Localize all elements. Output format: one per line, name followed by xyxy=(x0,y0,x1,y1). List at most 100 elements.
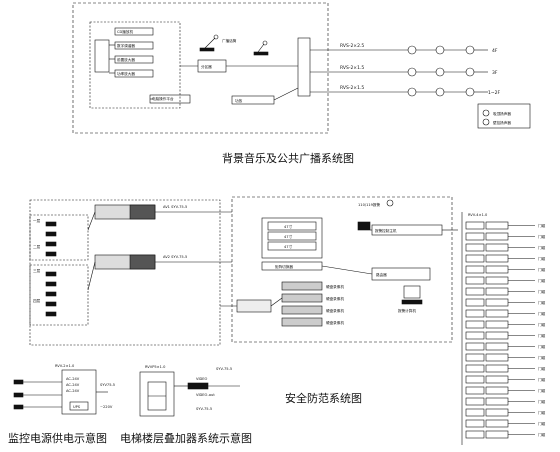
router-label: 路由器 xyxy=(376,272,387,277)
computer-label: 报警计算机 xyxy=(398,308,416,313)
elevator-label-0: RVVP5×1.0 xyxy=(145,365,166,369)
broadcast-main-frame xyxy=(72,2,329,134)
power-label-6: UPS xyxy=(73,405,81,409)
power-label-3: AC-24V xyxy=(66,389,80,393)
door-contact-label: 门磁 xyxy=(538,278,546,283)
elevator-label-1: SYV-75-5 xyxy=(216,367,232,371)
alarm-box-label: 报警控制主机 xyxy=(375,228,397,233)
door-contact-label: 门磁 xyxy=(538,245,546,250)
door-contact-row: 门磁 xyxy=(465,265,546,274)
security-main-frame xyxy=(231,196,453,343)
power-label-0: RVV-2×1.0 xyxy=(55,364,75,368)
door-contact-label: 门磁 xyxy=(538,311,546,316)
matrix-label: 矩阵切换器 xyxy=(275,264,293,269)
camera-groups: AV1 SYV-75-5 AV2 SYV-75-5 一层 二层 三层 四层 xyxy=(29,199,232,346)
broadcast-matrix-unit xyxy=(297,37,311,97)
door-contact-row: 门磁 xyxy=(465,221,546,230)
center-label-0: 广播话筒 xyxy=(222,38,237,43)
door-contact-label: 门磁 xyxy=(538,234,546,239)
broadcast-legend: 吸顶扬声器 壁挂扬声器 xyxy=(477,103,531,129)
right-cable-label: RVV-4×1.0 xyxy=(468,213,488,217)
power-label-5: ~220V xyxy=(100,405,113,409)
elevator-title: 电梯楼层叠加器系统示意图 xyxy=(120,431,252,445)
left-group-0: 一层 xyxy=(33,218,41,223)
elevator-label-2: VIDEO xyxy=(196,377,208,381)
source-label-1: 数字调谐器 xyxy=(117,43,135,48)
door-contact-label: 门磁 xyxy=(538,399,546,404)
door-contact-label: 门磁 xyxy=(538,377,546,382)
door-contact-row: 门磁 xyxy=(465,430,546,439)
door-contact-row: 门磁 xyxy=(465,353,546,362)
door-contact-row: 门磁 xyxy=(465,243,546,252)
door-contact-row: 门磁 xyxy=(465,309,546,318)
floor-label-0: 4F xyxy=(492,48,498,54)
power-label-1: AC-24V xyxy=(66,377,80,381)
door-contact-label: 门磁 xyxy=(538,267,546,272)
door-contact-label: 门磁 xyxy=(538,322,546,327)
source-label-3: 功率放大器 xyxy=(117,71,135,76)
door-contact-label: 门磁 xyxy=(538,300,546,305)
door-contact-label: 门磁 xyxy=(538,410,546,415)
door-contact-row: 门磁 xyxy=(465,397,546,406)
elevator-label-3: VIDEO-out xyxy=(196,393,215,397)
cable-label-0: RVS-2×2.5 xyxy=(340,43,364,49)
phone-label: 110/119报警 xyxy=(358,202,381,207)
door-contact-label: 门磁 xyxy=(538,388,546,393)
legend-label-0: 吸顶扬声器 xyxy=(493,111,511,116)
door-contact-row: 门磁 xyxy=(465,364,546,373)
broadcast-source-box xyxy=(89,21,181,109)
broadcast-system-diagram: CD播放机 数字调谐器 前置放大器 功率放大器 电脑操作平台 广播话筒 分区器 … xyxy=(72,2,531,165)
door-contact-label: 门磁 xyxy=(538,421,546,426)
door-contact-row: 门磁 xyxy=(465,298,546,307)
monitor-power-diagram: RVV-2×1.0 AC-24V AC-24V AC-24V SYV75-5 ~… xyxy=(8,364,115,445)
monitor-wall: 47寸 47寸 47寸 矩阵切换器 xyxy=(261,217,323,271)
monitor-2: 47寸 xyxy=(284,244,293,249)
door-contact-label: 门磁 xyxy=(538,344,546,349)
door-contact-label: 门磁 xyxy=(538,223,546,228)
door-contact-row: 门磁 xyxy=(465,287,546,296)
elevator-label-4: SYV-75-5 xyxy=(196,407,212,411)
elevator-box xyxy=(139,371,175,417)
monitor-1: 47寸 xyxy=(284,234,293,239)
source-label-4: 电脑操作平台 xyxy=(152,96,174,101)
elevator-overlay-unit xyxy=(187,382,209,390)
left-group-3: 四层 xyxy=(33,298,41,303)
floor-label-2: 1~2F xyxy=(488,90,500,96)
door-contact-label: 门磁 xyxy=(538,366,546,371)
top-cable-1: AV2 SYV-75-5 xyxy=(163,255,187,259)
door-contact-label: 门磁 xyxy=(538,256,546,261)
monitor-0: 47寸 xyxy=(284,224,293,229)
dvr-label-3: 硬盘录像机 xyxy=(326,320,344,325)
door-contact-row: 门磁 xyxy=(465,375,546,384)
left-group-2: 三层 xyxy=(33,268,41,273)
door-contact-label: 门磁 xyxy=(538,289,546,294)
dvr-label-2: 硬盘录像机 xyxy=(326,308,344,313)
source-label-2: 前置放大器 xyxy=(117,57,135,62)
door-contact-row: 门磁 xyxy=(465,254,546,263)
microphone-icon xyxy=(199,34,219,52)
power-label-2: AC-24V xyxy=(66,383,80,387)
door-contact-row: 门磁 xyxy=(465,342,546,351)
door-contact-row: 门磁 xyxy=(465,331,546,340)
broadcast-output-lines: RVS-2×2.5 RVS-2×1.5 RVS-2×1.5 xyxy=(310,43,408,93)
door-contact-label: 门磁 xyxy=(538,333,546,338)
top-cable-0: AV1 SYV-75-5 xyxy=(163,205,187,209)
telephone-icon xyxy=(357,221,371,231)
door-contact-label: 门磁 xyxy=(538,432,546,437)
door-contact-row: 门磁 xyxy=(465,419,546,428)
cable-label-2: RVS-2×1.5 xyxy=(340,85,364,91)
computer-icon xyxy=(401,285,423,305)
door-contact-row: 门磁 xyxy=(465,232,546,241)
legend-label-1: 壁挂扬声器 xyxy=(493,120,511,125)
door-contact-row: 门磁 xyxy=(465,276,546,285)
center-label-1: 分区器 xyxy=(201,64,212,69)
dvr-label-1: 硬盘录像机 xyxy=(326,296,344,301)
monitor-power-title: 监控电源供电示意图 xyxy=(8,431,107,445)
camera-icon xyxy=(13,379,24,410)
door-contact-row: 门磁 xyxy=(465,320,546,329)
door-contact-row: 门磁 xyxy=(465,408,546,417)
dvr-stack: 硬盘录像机 硬盘录像机 硬盘录像机 硬盘录像机 xyxy=(220,281,344,327)
source-label-0: CD播放机 xyxy=(117,29,133,34)
elevator-overlay-diagram: RVVP5×1.0 SYV-75-5 VIDEO VIDEO-out SYV-7… xyxy=(120,365,252,445)
